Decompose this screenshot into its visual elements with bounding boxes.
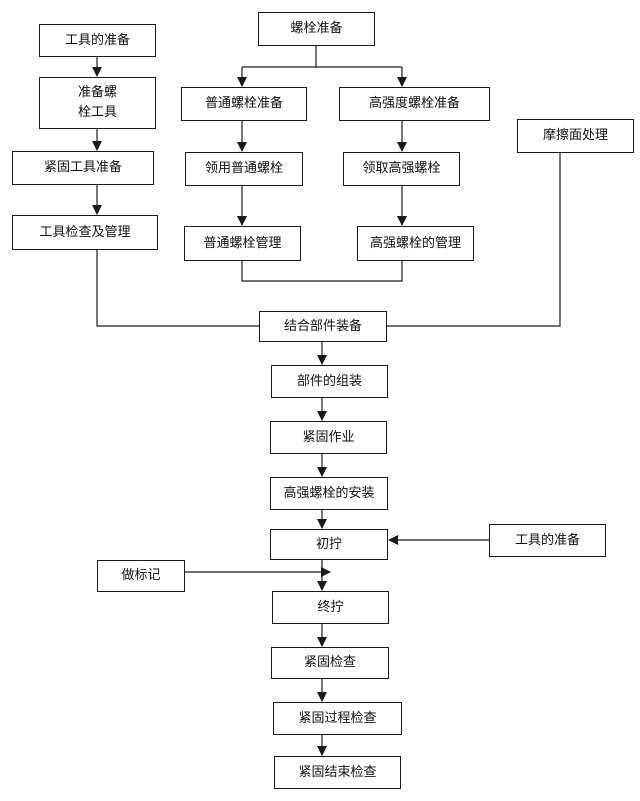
line-bolt-manage-merge [241,261,403,282]
node-get-high-bolt: 领取高强螺栓 [343,152,460,186]
node-prep-bolt-tool-line2: 栓工具 [77,105,117,120]
node-high-strength-bolt-prep: 高强度螺栓准备 [339,87,490,121]
line-friction-to-combine [387,153,561,327]
node-final-tighten: 终拧 [272,591,389,624]
node-fasten-check: 紧固检查 [271,647,389,679]
node-tool-prep-left: 工具的准备 [39,24,156,57]
node-part-assembly: 部件的组装 [271,365,388,398]
node-tool-check-manage: 工具检查及管理 [12,215,158,250]
node-combine-parts: 结合部件装备 [259,311,387,342]
node-bolt-prep: 螺栓准备 [258,12,375,46]
node-make-mark: 做标记 [97,560,185,592]
node-high-bolt-manage: 高强螺栓的管理 [357,226,474,261]
node-normal-bolt-prep: 普通螺栓准备 [181,87,307,121]
node-friction-surface: 摩擦面处理 [517,119,634,153]
line-toolcheck-to-combine [96,250,259,327]
node-fasten-process-check: 紧固过程检查 [273,702,402,735]
node-high-bolt-install: 高强螺栓的安装 [270,477,388,510]
node-fasten-work: 紧固作业 [270,421,387,454]
node-normal-bolt-manage: 普通螺栓管理 [184,226,301,261]
node-initial-tighten: 初拧 [270,529,388,560]
node-get-normal-bolt: 领用普通螺栓 [185,152,303,186]
node-fasten-tool-prep: 紧固工具准备 [12,151,154,185]
node-prep-bolt-tool-line1: 准备螺 [77,85,117,100]
node-fasten-end-check: 紧固结束检查 [274,756,401,789]
node-tool-prep-right: 工具的准备 [489,524,606,557]
node-prep-bolt-tool: 准备螺 栓工具 [39,77,156,129]
